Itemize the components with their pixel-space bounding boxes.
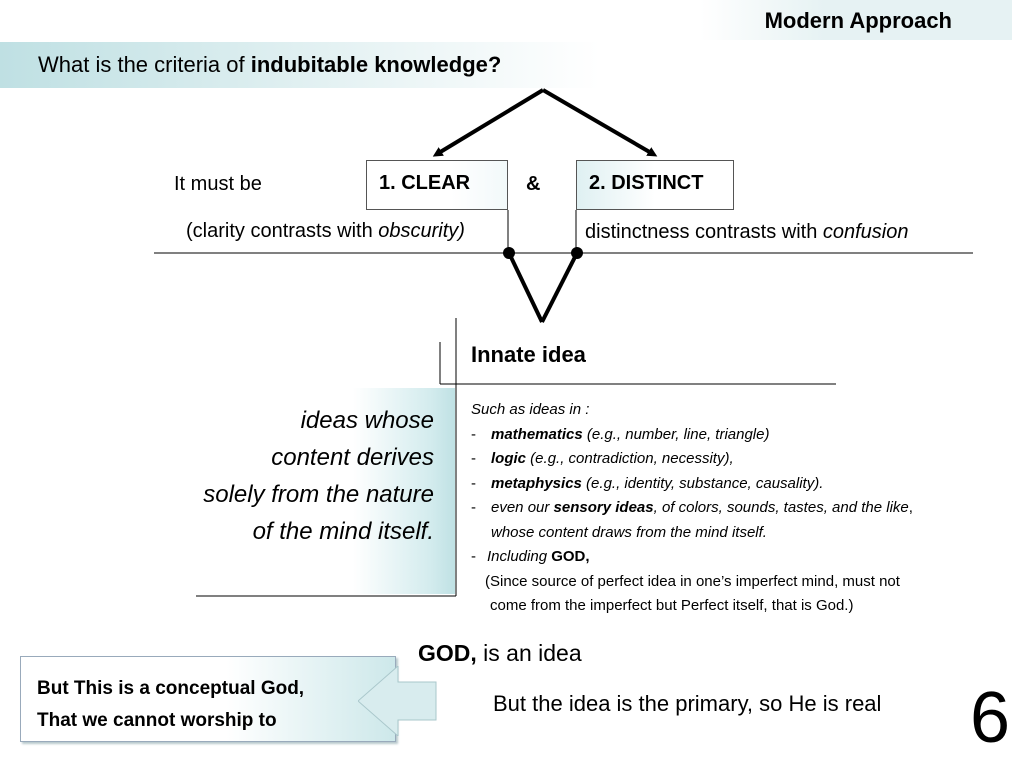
item-detail: (e.g., identity, substance, causality). — [581, 474, 824, 492]
definition-line: of the mind itself. — [252, 518, 434, 545]
item-term: mathematics — [491, 425, 583, 443]
list-item: -Including GOD, — [471, 545, 991, 570]
slide-section-title: Modern Approach — [764, 8, 952, 33]
question-prefix: What is the criteria of — [38, 52, 251, 77]
clear-box: 1. CLEAR — [366, 160, 508, 210]
page-number: 6 — [970, 678, 1011, 758]
god-idea-statement: GOD, is an idea — [418, 640, 582, 667]
callout-line: But This is a conceptual God, — [37, 678, 305, 699]
definition-band — [200, 388, 455, 594]
arrow-to-distinct — [541, 88, 658, 157]
innate-definition: ideas whose content derives solely from … — [174, 402, 434, 550]
callout-box — [20, 656, 396, 742]
god-term: GOD, — [418, 640, 477, 666]
god-reason-line: come from the imperfect but Perfect itse… — [490, 597, 854, 614]
god-reason-line: (Since source of perfect idea in one’s i… — [485, 572, 900, 590]
callout-text: But This is a conceptual God, That we ca… — [37, 673, 304, 737]
distinct-note: distinctness contrasts with confusion — [585, 221, 909, 244]
question-title: What is the criteria of indubitable know… — [38, 52, 501, 78]
item-detail: (e.g., number, line, triangle) — [582, 425, 770, 443]
item-detail: whose content draws from the mind itself… — [491, 523, 767, 541]
item-detail: (e.g., contradiction, necessity), — [526, 450, 734, 467]
question-emphasis: indubitable knowledge? — [250, 52, 502, 77]
callout-line: That we cannot worship to — [37, 710, 277, 731]
innate-examples: Such as ideas in : -mathematics (e.g., n… — [471, 398, 991, 619]
clarity-note-emphasis: obscurity) — [378, 220, 465, 242]
distinct-box: 2. DISTINCT — [576, 160, 734, 210]
definition-line: solely from the nature — [203, 481, 434, 508]
bullet-dash: - — [471, 499, 476, 516]
god-idea-rest: is an idea — [476, 640, 582, 666]
distinct-note-emphasis: confusion — [822, 221, 909, 243]
conclusion-text: But the idea is the primary, so He is re… — [493, 691, 882, 716]
examples-intro: Such as ideas in : — [471, 398, 991, 423]
list-item: -metaphysics (e.g., identity, substance,… — [471, 472, 991, 497]
innate-idea-title: Innate idea — [471, 342, 586, 367]
question-band — [0, 42, 600, 88]
list-item: -logic (e.g., contradiction, necessity), — [471, 447, 991, 472]
criteria-lead: It must be — [174, 173, 262, 195]
bullet-dash: - — [471, 474, 476, 492]
item-pre: Including — [487, 548, 552, 565]
clarity-note: (clarity contrasts with obscurity) — [186, 220, 465, 243]
definition-line: content derives — [271, 444, 434, 471]
definition-line: ideas whose — [300, 407, 434, 434]
examples-intro-text: Such as ideas in : — [471, 401, 590, 418]
distinct-note-prefix: distinctness contrasts with — [585, 221, 823, 243]
bullet-dash: - — [471, 548, 476, 565]
list-item: -even our sensory ideas, of colors, soun… — [471, 496, 991, 521]
left-arrow-icon — [358, 666, 437, 736]
item-comma: , — [908, 499, 913, 516]
item-term: sensory ideas — [553, 499, 654, 516]
list-item: -mathematics (e.g., number, line, triang… — [471, 423, 991, 448]
list-item-continuation: whose content draws from the mind itself… — [471, 521, 991, 546]
item-term: metaphysics — [491, 474, 582, 492]
bullet-dash: - — [471, 450, 476, 467]
converge-right — [540, 252, 579, 323]
item-pre: even our — [491, 499, 554, 516]
item-detail: , of colors, sounds, tastes, and the lik… — [653, 499, 909, 516]
item-term: GOD, — [551, 548, 590, 565]
header-band — [700, 0, 1012, 40]
bullet-dash: - — [471, 425, 476, 443]
clarity-note-prefix: (clarity contrasts with — [186, 220, 379, 242]
arrow-to-clear — [432, 88, 545, 157]
item-term: logic — [491, 450, 527, 467]
converge-left — [507, 252, 544, 323]
ampersand: & — [526, 173, 541, 195]
